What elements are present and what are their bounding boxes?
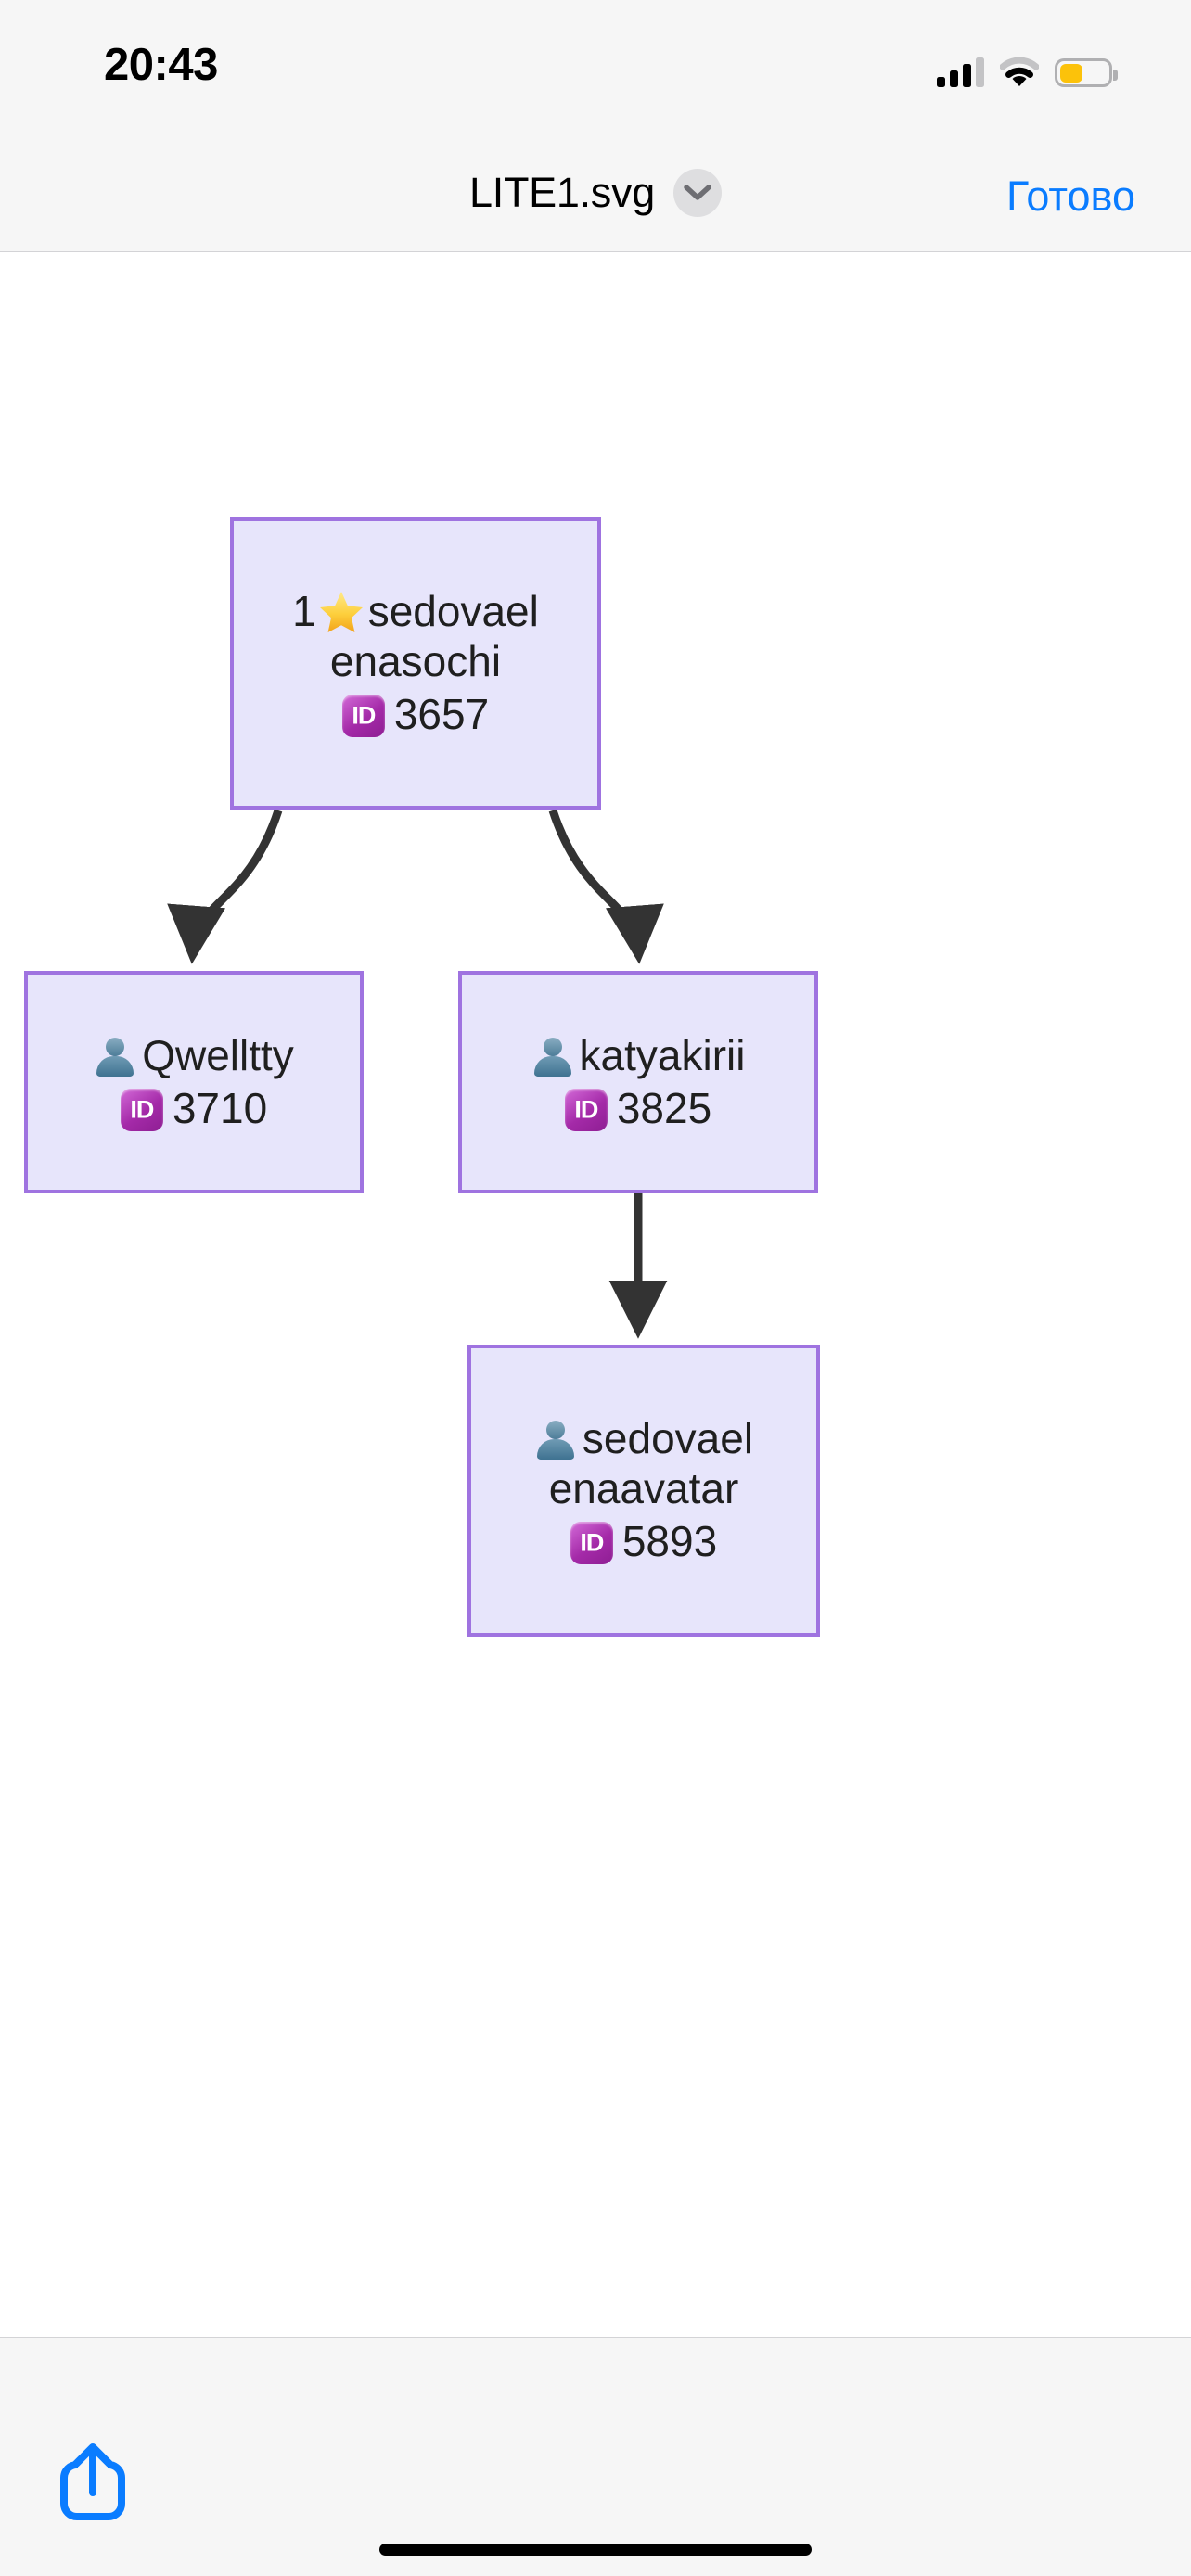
battery-low-power-icon [1055, 58, 1118, 87]
chevron-down-icon[interactable] [672, 169, 722, 217]
node-name-line-2: enasochi [329, 636, 502, 685]
node-name-text-1: Qwelltty [142, 1030, 294, 1079]
node-name-line-2: enaavatar [548, 1463, 739, 1512]
share-icon[interactable] [56, 2435, 130, 2524]
node-name-text-1: sedovael [582, 1414, 754, 1463]
done-button[interactable]: Готово [1006, 172, 1135, 220]
wifi-icon [999, 57, 1040, 87]
id-icon: ID [570, 1522, 613, 1565]
node-name-line-1: katyakirii [531, 1030, 746, 1080]
id-icon: ID [120, 1089, 163, 1131]
node-rank-prefix: 1 [292, 587, 316, 636]
node-id-value: 5893 [621, 1517, 718, 1566]
person-icon [531, 1036, 574, 1078]
node-name-text-1: katyakirii [579, 1030, 746, 1079]
status-bar-time: 20:43 [104, 40, 218, 90]
svg-canvas[interactable]: 1 sedovael enasochi ID [0, 252, 1191, 2337]
nav-title-group: LITE1.svg [0, 169, 1191, 217]
status-bar: 20:43 [0, 0, 1191, 139]
node-name-line-1: 1 sedovael [292, 587, 539, 636]
page-title: LITE1.svg [469, 169, 655, 216]
id-icon: ID [341, 695, 385, 738]
nav-bar: LITE1.svg Готово [0, 139, 1191, 252]
node-name-line-1: sedovael [534, 1414, 753, 1463]
diagram-edges [167, 809, 668, 1339]
home-indicator [379, 2544, 812, 2556]
diagram-node-3657[interactable]: 1 sedovael enasochi ID [230, 517, 601, 810]
person-icon [534, 1419, 577, 1461]
status-bar-indicators [937, 45, 1118, 87]
cellular-bars-icon [937, 57, 984, 87]
star-icon [318, 590, 365, 634]
person-icon [94, 1036, 136, 1078]
node-name-line-1: Qwelltty [94, 1031, 294, 1080]
id-icon: ID [564, 1089, 608, 1131]
bottom-toolbar [0, 2337, 1191, 2576]
node-name-text-1: sedovael [367, 587, 539, 636]
node-id-value: 3657 [393, 690, 490, 739]
node-id-value: 3710 [172, 1084, 268, 1132]
node-id-value: 3825 [616, 1084, 712, 1132]
